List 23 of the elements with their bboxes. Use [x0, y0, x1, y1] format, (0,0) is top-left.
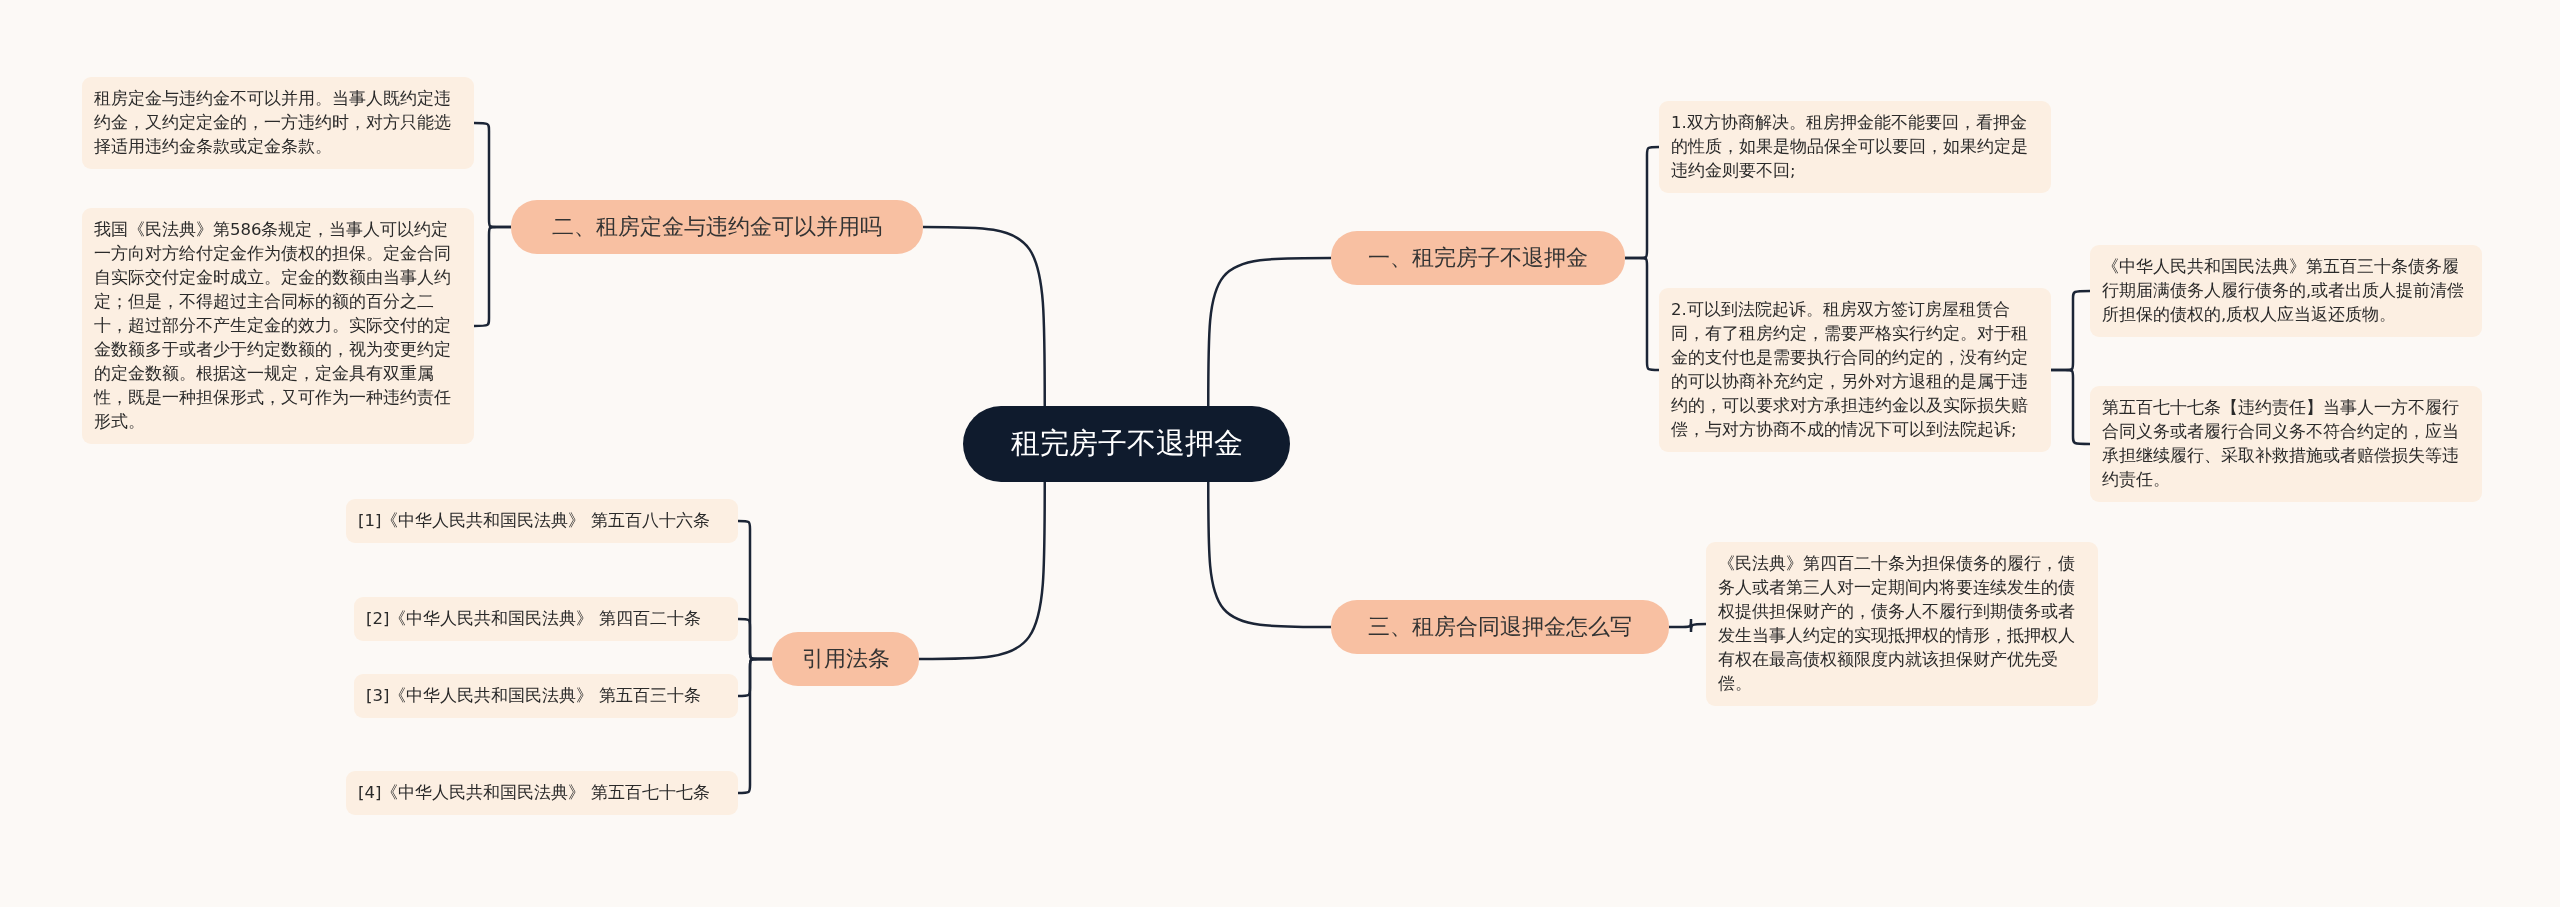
note-card: 《民法典》第四百二十条为担保债务的履行，债务人或者第三人对一定期间内将要连续发生的债权提供担保财产的，债务人不履行到期债务或者发生当事人约定的实现抵押权的情形，抵押权人有权在最高债权额限度内就该担保财产优先受偿。 — [1706, 542, 2098, 706]
note-card: [1]《中华人民共和国民法典》 第五百八十六条 — [346, 499, 738, 543]
connector-line — [2051, 368, 2090, 446]
note-card: 租房定金与违约金不可以并用。当事人既约定违约金，又约定定金的，一方违约时，对方只能选择适用违约金条款或定金条款。 — [82, 77, 474, 169]
connector-line — [474, 225, 511, 328]
note-card: 1.双方协商解决。租房押金能不能要回，看押金的性质，如果是物品保全可以要回，如果约定是违约金则要不回; — [1659, 101, 2051, 193]
note-card: 我国《民法典》第586条规定，当事人可以约定一方向对方给付定金作为债权的担保。定金合同自实际交付定金时成立。定金的数额由当事人约定；但是，不得超过主合同标的额的百分之二十，超过部分不产生定金的效力。实际交付的定金数额多于或者少于约定数额的，视为变更约定的定金数额。根据这一规定，定金具有双重属性，既是一种担保形式，又可作为一种违约责任形式。 — [82, 208, 474, 444]
note-card: [4]《中华人民共和国民法典》 第五百七十七条 — [346, 771, 738, 815]
connector-line — [919, 482, 1046, 661]
note-card: [3]《中华人民共和国民法典》 第五百三十条 — [354, 674, 738, 718]
connector-line — [1207, 482, 1331, 629]
connector-line — [1669, 617, 1706, 634]
note-card: 2.可以到法院起诉。租房双方签订房屋租赁合同，有了租房约定，需要严格实行约定。对于租金的支付也是需要执行合同的约定的，没有约定的可以协商补充约定，另外对方退租的是属于违约的，可以要求对方承担违约金以及实际损失赔偿，与对方协商不成的情况下可以到法院起诉; — [1659, 288, 2051, 452]
central-topic: 租完房子不退押金 — [963, 406, 1290, 482]
topic-pill: 一、租完房子不退押金 — [1331, 231, 1625, 285]
connector-line — [1207, 256, 1331, 406]
connector-line — [923, 225, 1046, 406]
note-card: 《中华人民共和国民法典》第五百三十条债务履行期届满债务人履行债务的,或者出质人提前清偿所担保的债权的,质权人应当返还质物。 — [2090, 245, 2482, 337]
note-card: [2]《中华人民共和国民法典》 第四百二十条 — [354, 597, 738, 641]
topic-pill: 二、租房定金与违约金可以并用吗 — [511, 200, 923, 254]
note-card: 第五百七十七条【违约责任】当事人一方不履行合同义务或者履行合同义务不符合约定的，应当承担继续履行、采取补救措施或者赔偿损失等违约责任。 — [2090, 386, 2482, 502]
topic-pill: 三、租房合同退押金怎么写 — [1331, 600, 1669, 654]
topic-pill: 引用法条 — [772, 632, 919, 686]
